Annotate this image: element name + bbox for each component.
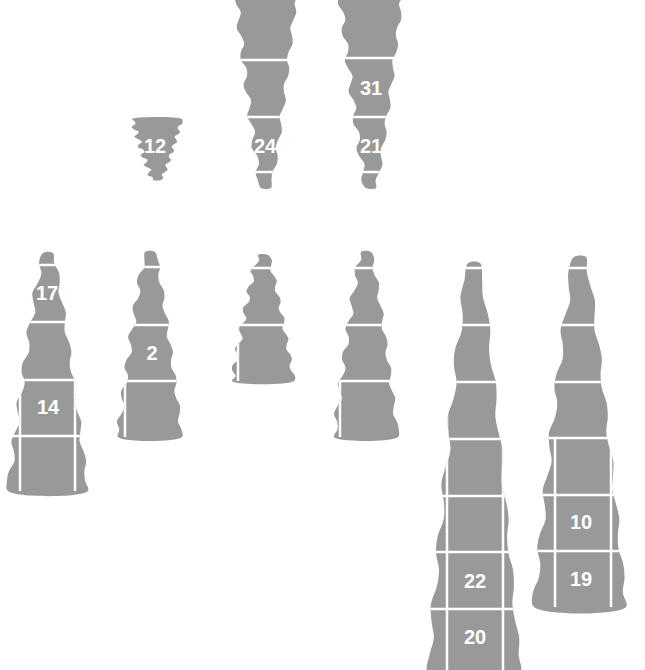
segment-line	[500, 324, 645, 327]
formation	[0, 252, 128, 496]
segment-line	[0, 264, 128, 267]
formation	[291, 0, 451, 189]
cell-border	[502, 382, 505, 670]
cell-border	[554, 438, 557, 607]
segment-cell: 14	[33, 394, 63, 420]
segment-line	[70, 266, 230, 269]
segment-line	[0, 379, 128, 382]
formation	[286, 251, 446, 441]
segment-cell: 2	[142, 340, 161, 366]
cell-number: 31	[360, 78, 382, 98]
cell-border	[19, 380, 22, 491]
segment-line	[500, 381, 645, 384]
cell-number: 20	[464, 627, 486, 647]
cell-number: 12	[144, 136, 166, 156]
segment-cell: 19	[566, 566, 596, 592]
segment-line	[394, 495, 554, 498]
cell-number: 14	[37, 397, 59, 417]
segment-cell: 20	[460, 624, 490, 650]
formation-body	[132, 117, 183, 181]
segment-line	[394, 438, 554, 441]
segment-line	[394, 608, 554, 611]
formation	[70, 251, 230, 441]
segment-line	[500, 494, 645, 497]
segment-cell: 31	[356, 75, 386, 101]
cell-number: 17	[36, 283, 58, 303]
formation	[500, 255, 645, 613]
segment-line	[0, 321, 128, 324]
segment-line	[186, 59, 346, 62]
segment-line	[394, 267, 554, 270]
segment-line	[286, 324, 446, 327]
formation-body	[232, 254, 295, 384]
cell-border	[124, 381, 127, 437]
segment-line	[500, 267, 645, 270]
cell-number: 24	[254, 136, 276, 156]
cell-border	[446, 382, 449, 670]
segment-cell: 12	[140, 133, 170, 159]
formation	[186, 0, 346, 189]
segment-line	[500, 550, 645, 553]
formation-body	[117, 251, 183, 441]
segment-line	[286, 380, 446, 383]
segment-cell: 17	[32, 280, 62, 306]
cell-border	[610, 438, 613, 607]
formation-body	[6, 252, 88, 496]
cell-number: 19	[570, 569, 592, 589]
formation-body	[338, 0, 402, 189]
cell-border	[237, 325, 240, 381]
segment-cell: 24	[250, 133, 280, 159]
segment-line	[186, 171, 346, 174]
segment-line	[291, 171, 451, 174]
cell-number: 10	[570, 512, 592, 532]
segment-line	[183, 267, 343, 270]
segment-line	[186, 116, 346, 119]
formation	[183, 254, 343, 384]
segment-line	[394, 381, 554, 384]
segment-cell: 10	[566, 509, 596, 535]
segment-cell: 21	[356, 133, 386, 159]
segment-line	[183, 324, 343, 327]
cell-border	[74, 380, 77, 491]
formation	[132, 117, 183, 181]
formation-body	[532, 255, 627, 613]
formation-body	[235, 0, 296, 189]
segment-line	[70, 324, 230, 327]
segment-line	[500, 437, 645, 440]
cell-number: 22	[464, 571, 486, 591]
segment-line	[291, 57, 451, 60]
formation	[394, 261, 554, 670]
segment-line	[394, 551, 554, 554]
cell-number: 21	[360, 136, 382, 156]
segment-line	[70, 380, 230, 383]
cell-number: 2	[146, 343, 157, 363]
segment-line	[394, 324, 554, 327]
segment-line	[291, 116, 451, 119]
formation-body	[334, 251, 399, 441]
segment-cell: 22	[460, 568, 490, 594]
cell-border	[339, 381, 342, 437]
segment-line	[286, 267, 446, 270]
